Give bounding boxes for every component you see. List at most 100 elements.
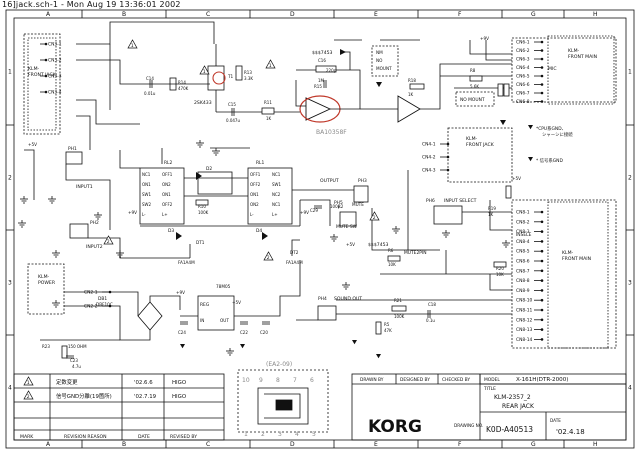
relay-pin: NC1 bbox=[142, 172, 151, 177]
sheet-header: 16]jack.sch-1 - Mon Aug 19 13:36:01 2002 bbox=[2, 0, 181, 9]
resistor bbox=[493, 261, 507, 268]
grid-column-label: A bbox=[46, 11, 51, 18]
part-label: R11 bbox=[264, 100, 272, 105]
junction-dot bbox=[540, 66, 544, 69]
revision-marker bbox=[23, 376, 34, 386]
relay-pin: ON2 bbox=[162, 182, 171, 187]
net-label: OUTPUT bbox=[320, 178, 339, 184]
connector-pin-label: CN6-6 bbox=[516, 82, 530, 88]
wire bbox=[76, 115, 91, 150]
connector-pin-label: CN8-7 bbox=[516, 268, 530, 274]
part-value: 220p bbox=[326, 68, 337, 73]
part-label: RL2 bbox=[164, 160, 172, 166]
connector-pin-label: CN8-14 bbox=[516, 337, 533, 343]
wire bbox=[64, 305, 151, 341]
connector-pin-label: CN6-3 bbox=[516, 57, 530, 63]
grid-row-label: 3 bbox=[8, 280, 12, 287]
grid-column-label: D bbox=[290, 11, 295, 18]
wire bbox=[88, 237, 190, 259]
part-label: PH5 bbox=[334, 200, 343, 206]
no-mount-label: NO MOUNT bbox=[460, 97, 485, 103]
resistor bbox=[469, 75, 483, 82]
title-block bbox=[351, 373, 627, 441]
grid-column-label: C bbox=[206, 11, 210, 18]
connector-pin-label: CN8-12 bbox=[516, 317, 533, 323]
relay-pin: OFF1 bbox=[250, 172, 261, 177]
ea-pin-number: 8 bbox=[276, 377, 280, 384]
connector-pin-label: CN3-1 bbox=[48, 42, 62, 48]
relay-pin: ON2 bbox=[250, 202, 259, 207]
part-label: PH4 bbox=[318, 296, 327, 302]
title-label: TITLE bbox=[483, 386, 496, 392]
korg-logo: KORG bbox=[368, 417, 422, 437]
connector-pin-label: CN8-3 bbox=[516, 229, 530, 235]
title-date-label: DATE bbox=[550, 418, 561, 423]
wire bbox=[340, 51, 351, 70]
part-label: PH3 bbox=[358, 178, 367, 184]
revision-marker bbox=[127, 39, 138, 49]
relay-pin: NC2 bbox=[272, 192, 281, 197]
resistor bbox=[497, 83, 504, 97]
wire bbox=[489, 274, 512, 291]
part-label: R18 bbox=[408, 78, 416, 83]
part-value: 150 OHM bbox=[68, 344, 87, 349]
regulator-pin: IN bbox=[200, 318, 204, 323]
junction-dot bbox=[540, 100, 544, 103]
revision-header-date: DATE bbox=[138, 434, 150, 440]
relay-pin: ON1 bbox=[142, 182, 151, 187]
relay-pin: SW1 bbox=[272, 182, 281, 187]
title-designed-by: DESIGNED BY bbox=[400, 377, 430, 383]
connector-title: FRONT MAIN bbox=[568, 54, 597, 60]
revision-author: HIGO bbox=[172, 394, 186, 400]
part-value: 100K bbox=[394, 314, 405, 319]
junction-dot bbox=[540, 318, 544, 322]
title-model-label: MODEL bbox=[484, 377, 500, 383]
connector-box-cn3_jack bbox=[23, 33, 61, 135]
part-label: FA1A4M bbox=[178, 260, 195, 265]
relay-pin: ON1 bbox=[250, 192, 259, 197]
phone-jack-ph4 bbox=[317, 305, 337, 321]
connector-pin-label: CN6-7 bbox=[516, 91, 530, 97]
ea-package-outline bbox=[237, 369, 329, 433]
revision-date: '02.7.19 bbox=[134, 394, 157, 400]
title-checked-by: CHECKED BY bbox=[442, 377, 470, 383]
wire bbox=[295, 80, 306, 107]
wire bbox=[119, 150, 140, 169]
power-label: +5V bbox=[512, 176, 521, 181]
resistor bbox=[375, 321, 382, 335]
part-value: 100K bbox=[198, 210, 209, 215]
part-label: DBF10C bbox=[96, 302, 113, 307]
junction-dot bbox=[446, 155, 450, 159]
bridge-rectifier bbox=[137, 301, 163, 331]
power-label: +9V bbox=[176, 290, 185, 295]
part-label: C16 bbox=[318, 58, 326, 63]
ea-pin-number: 7 bbox=[293, 377, 297, 384]
revision-marker-number: 1 bbox=[131, 43, 134, 49]
junction-dot bbox=[44, 74, 48, 78]
connector-pin-label: CN8-13 bbox=[516, 327, 533, 333]
connector-pin-label: CN8-5 bbox=[516, 249, 530, 255]
part-label: R2 bbox=[338, 204, 344, 209]
part-label: C24 bbox=[178, 330, 186, 335]
net-label: MUTE bbox=[352, 202, 364, 207]
connector-pin-label: CN8-4 bbox=[516, 239, 530, 245]
part-value: 1M bbox=[318, 78, 325, 83]
junction-dot bbox=[540, 91, 544, 95]
jack-label: INPUT2 bbox=[86, 244, 103, 250]
revision-marker-number: 1 bbox=[203, 69, 206, 75]
power-label: +5V bbox=[232, 300, 241, 305]
junction-dot bbox=[540, 57, 544, 61]
revision-marker bbox=[103, 235, 114, 245]
ea-package-inner bbox=[257, 387, 309, 425]
part-label: D2 bbox=[206, 166, 212, 172]
grid-row-label: 2 bbox=[8, 175, 12, 182]
revision-table bbox=[13, 373, 225, 441]
grid-row-label: 4 bbox=[8, 385, 12, 392]
regulator-78m05 bbox=[197, 295, 235, 331]
part-label: C29 bbox=[310, 208, 318, 213]
part-value: 0.01u bbox=[144, 91, 156, 96]
revision-marker-number: 2 bbox=[373, 215, 376, 221]
part-label: R14 bbox=[178, 80, 186, 85]
ea-switch bbox=[275, 399, 293, 411]
revision-header-mark: MARK bbox=[20, 434, 34, 440]
